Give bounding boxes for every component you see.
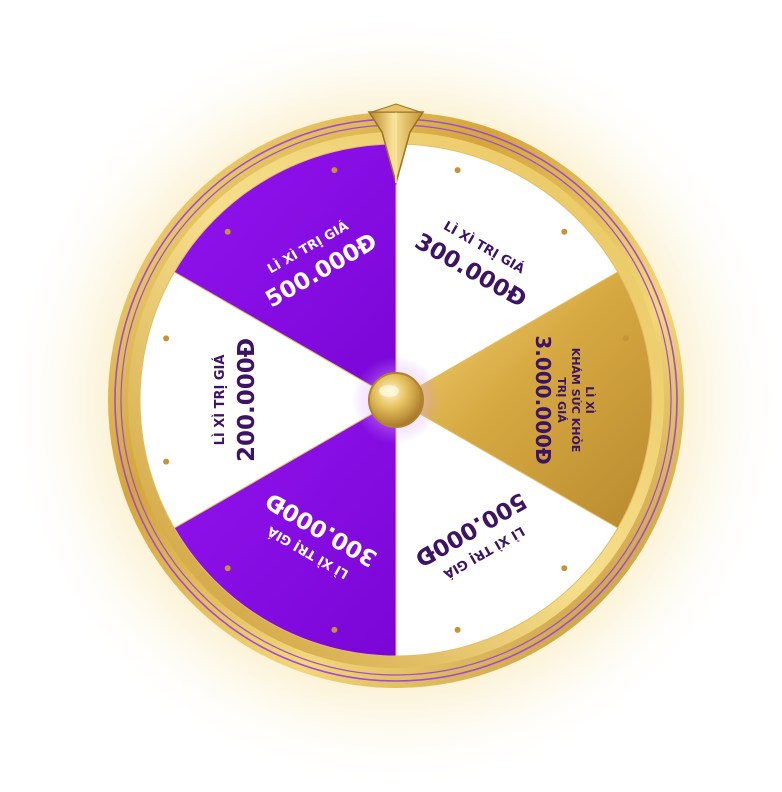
rim-dot: [454, 167, 461, 174]
rim-dot: [454, 626, 461, 633]
segment-2-line-2: KHÁM SỨC KHỎE: [569, 348, 583, 453]
gold-pointer-icon: [367, 103, 425, 186]
wheel-segment-5: [139, 271, 397, 529]
wheel-segment-2: [394, 271, 653, 529]
wheel-segments: [139, 143, 653, 657]
rim-dot: [561, 228, 568, 235]
rim-dot: [622, 335, 629, 342]
segment-5-line-1: LÌ XÌ TRỊ GIÁ: [212, 355, 228, 446]
segment-2-line-1: LÌ XÌ: [583, 386, 596, 414]
rim-dot: [163, 458, 170, 465]
rim-dot: [331, 626, 338, 633]
rim-dot: [163, 335, 170, 342]
rim-dot: [331, 167, 338, 174]
segment-2-line-3: TRỊ GIÁ: [555, 377, 568, 423]
rim-dot: [224, 565, 231, 572]
wheel-rim-dots: [163, 167, 629, 633]
wheel-segment-3: [395, 399, 619, 657]
wheel-segment-4: [173, 399, 397, 657]
segment-5-line-2: 200.000Đ: [234, 338, 260, 462]
wheel-segment-6: [173, 143, 397, 401]
rim-dot: [224, 228, 231, 235]
wheel-segment-1: [395, 143, 619, 401]
gold-hub-icon[interactable]: [368, 372, 424, 428]
rim-dot: [622, 458, 629, 465]
segment-2-line-4: 3.000.000Đ: [531, 335, 555, 464]
rim-dot: [561, 565, 568, 572]
segment-label-5: LÌ XÌ TRỊ GIÁ 200.000Đ: [212, 338, 260, 462]
